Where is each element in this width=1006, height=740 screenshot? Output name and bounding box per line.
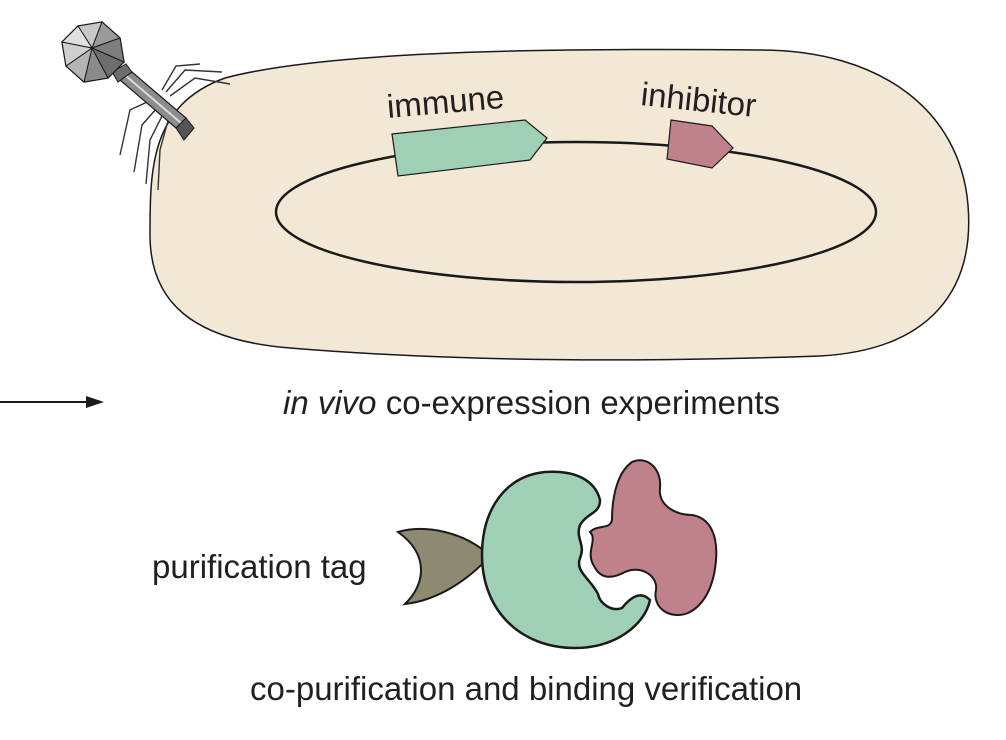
inhibitor-protein [588, 459, 718, 616]
invivo-space [377, 384, 386, 421]
invivo-italic: in vivo [283, 384, 377, 421]
immune-gene-arrow [391, 119, 548, 177]
right-arrow-icon [0, 396, 104, 408]
purification-tag-label: purification tag [152, 548, 367, 585]
invivo-caption: in vivo co-expression experiments [283, 384, 780, 421]
plasmid [274, 140, 878, 284]
inhibitor-gene-arrow [666, 119, 734, 169]
bacterial-cell [149, 48, 970, 361]
purification-tag [395, 528, 492, 606]
invivo-rest: co-expression experiments [386, 384, 780, 421]
immune-protein [480, 470, 652, 650]
bottom-caption: co-purification and binding verification [250, 670, 802, 707]
bacteriophage-icon [60, 21, 231, 191]
